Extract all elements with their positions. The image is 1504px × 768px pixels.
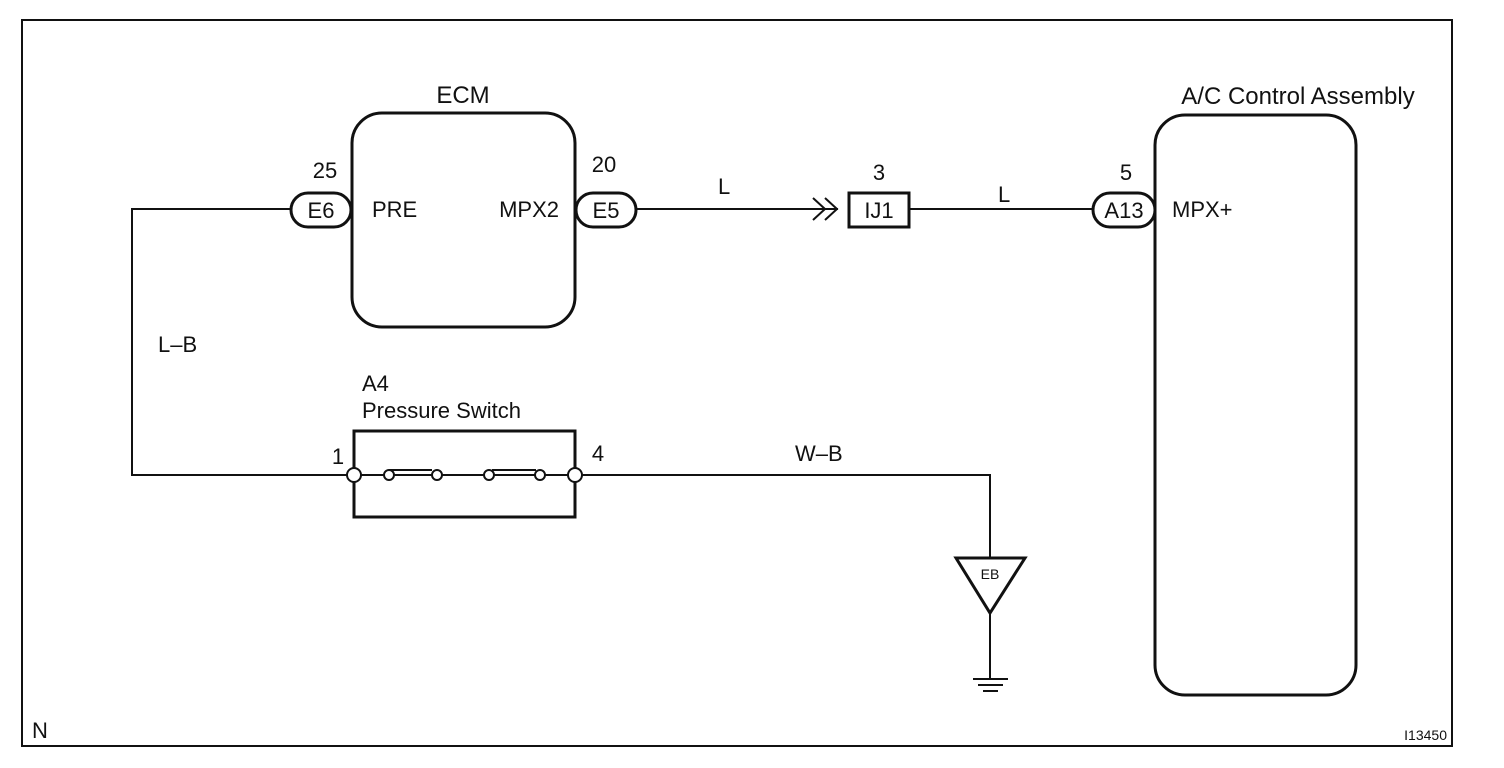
figure-code: I13450: [1404, 727, 1447, 743]
ecm-title: ECM: [436, 82, 489, 109]
switch-node: [431, 469, 443, 481]
connector-e5: E5 20: [574, 152, 638, 229]
corner-mark-n: N: [32, 718, 48, 743]
pressure-switch: A4 Pressure Switch 1 4: [332, 371, 604, 519]
wire-label-junction-to-ac: L: [998, 182, 1010, 207]
ecm-body: [350, 111, 577, 329]
pressure-switch-title: Pressure Switch: [362, 398, 521, 423]
pressure-switch-terminal-1: [346, 467, 362, 483]
ac-control-assembly: A/C Control Assembly MPX+: [1153, 83, 1415, 697]
junction-chevron-2: [824, 197, 839, 221]
junction-chevron-1: [812, 197, 827, 221]
junction-ij1-pin: 3: [873, 160, 885, 185]
junction-ij1: IJ1 3: [812, 160, 911, 229]
wire-label-switch-to-ground: W–B: [795, 441, 843, 466]
pressure-switch-pin1: 1: [332, 444, 344, 469]
ground-point-eb: EB: [953, 556, 1028, 692]
switch-node: [534, 469, 546, 481]
switch-node: [483, 469, 495, 481]
connector-e5-pin: 20: [592, 152, 616, 177]
connector-a13-label: A13: [1104, 198, 1143, 223]
junction-ij1-body: [847, 191, 911, 229]
ecm-component: ECM PRE MPX2: [350, 82, 577, 329]
pressure-switch-terminal-4: [567, 467, 583, 483]
ac-control-body: [1153, 113, 1358, 697]
switch-node: [383, 469, 395, 481]
wire-e6-to-switch: [131, 208, 354, 476]
pressure-switch-ref: A4: [362, 371, 389, 396]
ecm-pin-pre: PRE: [372, 197, 417, 222]
ecm-pin-mpx2: MPX2: [499, 197, 559, 222]
ground-point-label: EB: [981, 566, 1000, 582]
connector-e6: E6 25: [289, 158, 353, 229]
junction-ij1-label: IJ1: [864, 198, 893, 223]
wire-label-ecm-to-switch: L–B: [158, 332, 197, 357]
wire-switch-to-ground: [582, 474, 991, 558]
ac-control-title: A/C Control Assembly: [1181, 83, 1414, 110]
diagram-frame: [21, 19, 1453, 747]
ac-control-pin-mpx: MPX+: [1172, 197, 1233, 222]
connector-e6-pin: 25: [313, 158, 337, 183]
ground-point-triangle: [953, 556, 1028, 616]
wire-label-ecm-to-junction: L: [718, 174, 730, 199]
connector-a13: A13 5: [1091, 160, 1157, 229]
connector-e5-label: E5: [593, 198, 620, 223]
connector-e6-label: E6: [308, 198, 335, 223]
connector-a13-pin: 5: [1120, 160, 1132, 185]
pressure-switch-pin4: 4: [592, 441, 604, 466]
